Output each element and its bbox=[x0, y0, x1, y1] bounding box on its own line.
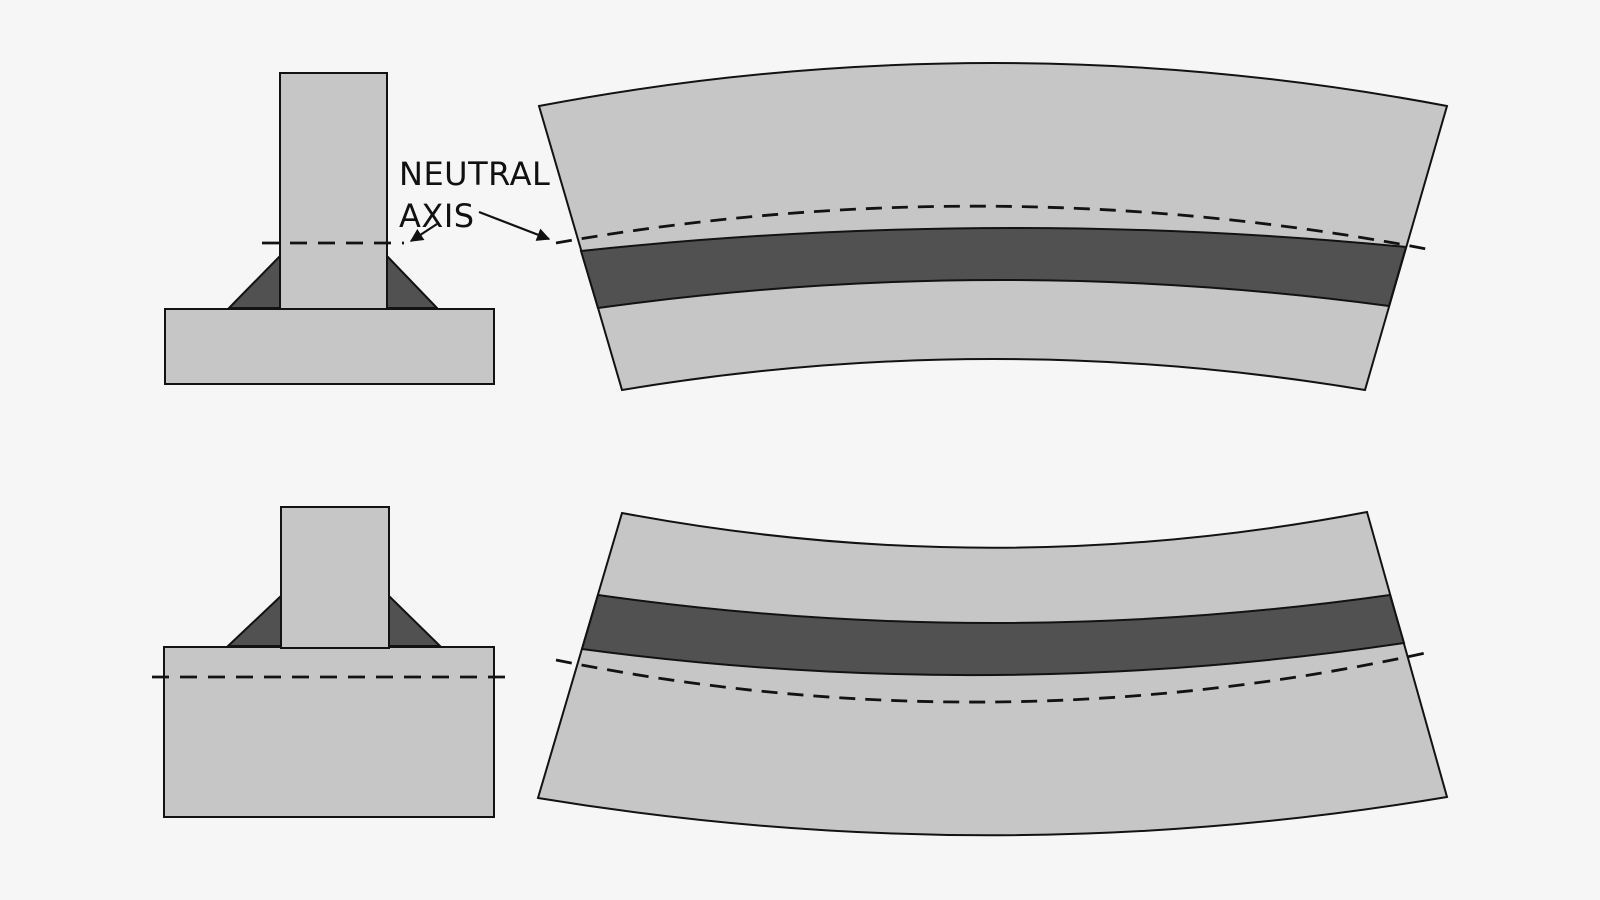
cross-section-deep-flange bbox=[152, 506, 512, 818]
label-arrow-to-section bbox=[409, 223, 438, 242]
web bbox=[279, 72, 388, 310]
neutral-axis-label: NEUTRAL AXIS bbox=[399, 155, 551, 242]
beam-body bbox=[537, 62, 1449, 392]
bent-beam-arch-up bbox=[537, 62, 1449, 392]
dark-band bbox=[579, 226, 1408, 310]
label-arrow-to-beam bbox=[478, 210, 551, 241]
bent-beam-sag-down bbox=[536, 510, 1449, 837]
cross-section-web-up bbox=[164, 72, 495, 385]
web bbox=[280, 506, 390, 649]
label-line-2: AXIS bbox=[399, 197, 475, 235]
label-line-1: NEUTRAL bbox=[399, 155, 550, 193]
flange bbox=[164, 308, 495, 385]
flange bbox=[163, 646, 495, 818]
dark-band bbox=[580, 593, 1406, 677]
